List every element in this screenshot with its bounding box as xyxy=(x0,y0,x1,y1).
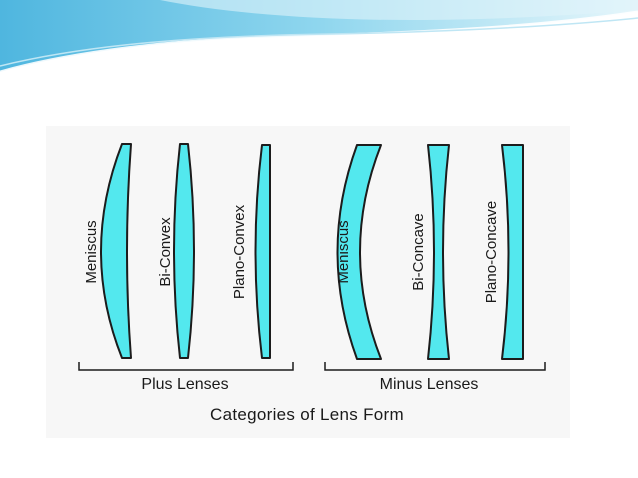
minus-lenses-label: Minus Lenses xyxy=(380,376,479,393)
plano-concave-lens xyxy=(501,144,524,360)
bi-concave-lens xyxy=(427,144,450,360)
plano-convex-lens xyxy=(254,144,271,359)
minus-meniscus-lens xyxy=(336,144,382,360)
minus-lenses-bracket xyxy=(324,362,546,371)
plus-meniscus-label: Meniscus xyxy=(83,220,100,283)
header-wave-banner xyxy=(0,0,638,74)
figure-panel xyxy=(46,126,570,438)
bi-convex-lens xyxy=(173,143,195,359)
plano-convex-label: Plano-Convex xyxy=(231,204,248,299)
plus-lenses-label: Plus Lenses xyxy=(141,376,228,393)
diagram-caption: Categories of Lens Form xyxy=(210,405,404,424)
bi-convex-label: Bi-Convex xyxy=(157,217,174,287)
minus-meniscus-label: Meniscus xyxy=(335,220,352,283)
bi-concave-label: Bi-Concave xyxy=(410,213,427,291)
plus-lenses-bracket xyxy=(78,362,294,371)
plano-concave-label: Plano-Concave xyxy=(483,201,500,304)
plus-meniscus-lens xyxy=(100,143,132,359)
